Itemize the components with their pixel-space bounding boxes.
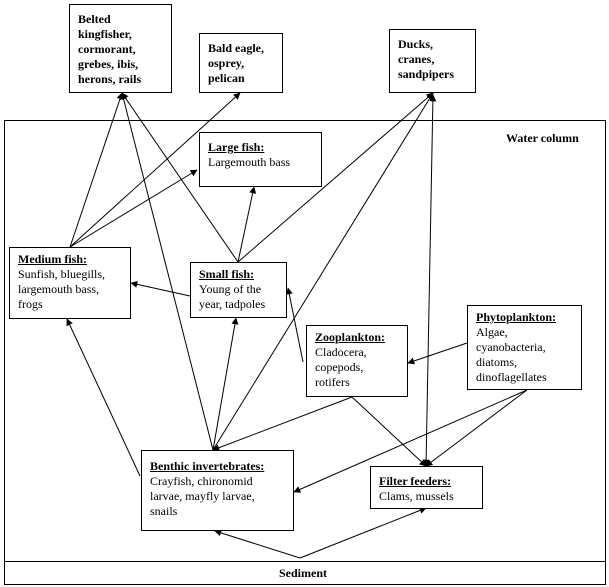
node-kingfisher: Belted kingfisher, cormorant, grebes, ib… [69, 4, 172, 93]
node-large-fish: Large fish: Largemouth bass [199, 132, 322, 187]
node-zooplankton: Zooplankton: Cladocera, copepods, rotife… [306, 325, 408, 397]
arrow-benthic-to-ducks [212, 92, 434, 451]
arrow-phyto-to-benthic [293, 389, 528, 493]
arrow-medium-to-largefish [69, 169, 198, 248]
arrow-zoo-to-small [285, 287, 304, 363]
arrow-medium-to-eagle [69, 92, 241, 248]
node-ducks: Ducks, cranes, sandpipers [389, 29, 476, 93]
arrow-medium-to-kingfisher [69, 92, 124, 248]
sediment-region [4, 561, 606, 585]
node-phytoplankton: Phytoplankton: Algae, cyanobacteria, dia… [467, 305, 582, 390]
node-benthic-invertebrates: Benthic invertebrates: Crayfish, chirono… [141, 450, 294, 531]
arrow-sediment-to-filter [299, 507, 427, 559]
node-eagle: Bald eagle, osprey, pelican [199, 33, 283, 93]
arrow-zoo-to-filter [351, 396, 427, 467]
arrow-small-to-medium [130, 280, 191, 297]
arrow-sediment-to-benthic [214, 529, 301, 559]
node-medium-fish: Medium fish: Sunfish, bluegills, largemo… [9, 247, 131, 319]
sediment-label: Sediment [279, 566, 327, 580]
arrow-small-to-kingfisher [121, 92, 239, 263]
arrow-phyto-to-zoo [407, 342, 468, 365]
node-small-fish: Small fish: Young of the year, tadpoles [190, 262, 287, 318]
arrow-benthic-to-small [212, 317, 239, 451]
arrow-small-to-ducks [237, 92, 434, 263]
arrow-small-to-largefish [237, 186, 257, 263]
arrow-benthic-to-medium [66, 318, 141, 477]
arrow-phyto-to-filter [425, 389, 528, 467]
water-column-label: Water column [506, 131, 579, 145]
node-filter-feeders: Filter feeders: Clams, mussels [370, 466, 483, 509]
arrow-zoo-to-benthic [212, 396, 353, 452]
arrow-benthic-to-kingfisher [120, 92, 214, 451]
arrow-ducks-filter [422, 94, 437, 467]
